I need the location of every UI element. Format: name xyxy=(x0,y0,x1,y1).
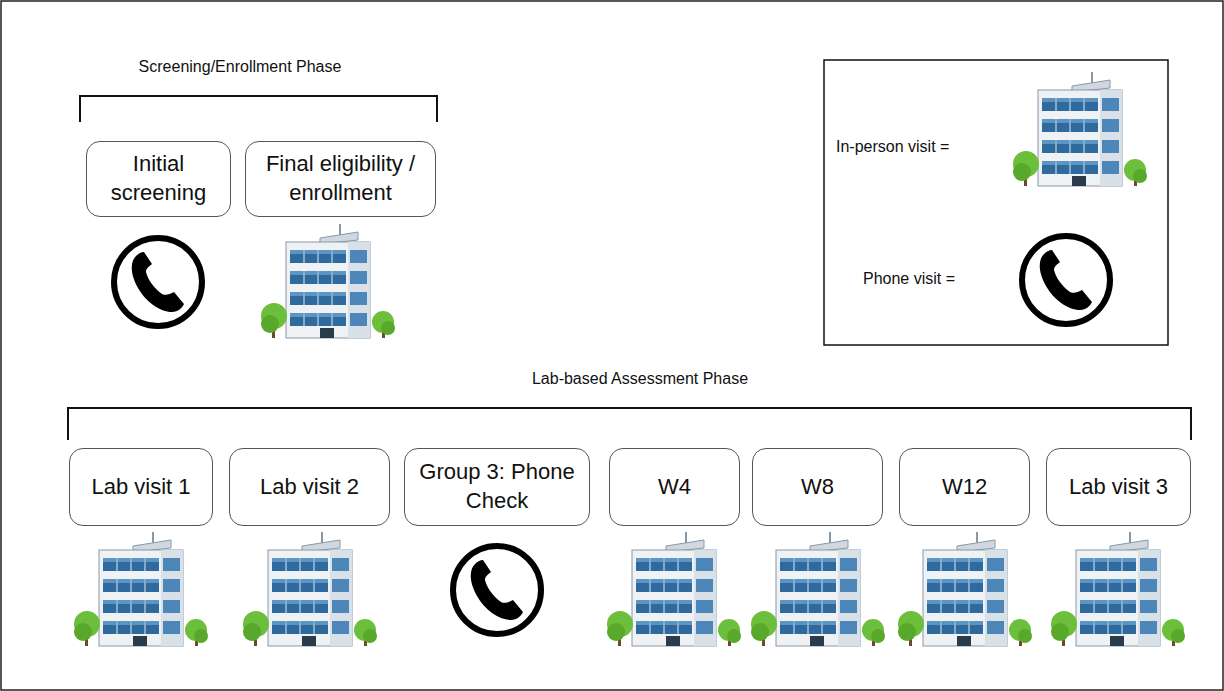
visit-box: Initial screening xyxy=(86,141,231,217)
legend-box xyxy=(824,60,1168,345)
visit-box: W8 xyxy=(752,448,883,526)
visit-label: W4 xyxy=(658,473,691,502)
building-icon xyxy=(898,532,1032,646)
phone-icon xyxy=(453,546,541,634)
visit-label: Lab visit 3 xyxy=(1069,473,1168,502)
visit-label: Lab visit 1 xyxy=(91,473,190,502)
phase-bracket xyxy=(68,408,1191,440)
building-icon xyxy=(751,532,885,646)
visit-box: Final eligibility / enrollment xyxy=(245,141,436,217)
visit-box: W12 xyxy=(899,448,1030,526)
building-icon xyxy=(261,224,395,338)
building-icon xyxy=(243,532,377,646)
building-icon xyxy=(1051,532,1185,646)
visit-label: W8 xyxy=(801,473,834,502)
visit-label: Group 3: Phone Check xyxy=(413,458,581,515)
visit-box: W4 xyxy=(609,448,740,526)
building-icon xyxy=(607,532,741,646)
visit-box: Lab visit 2 xyxy=(229,448,390,526)
visit-label: Initial screening xyxy=(95,150,222,207)
legend-label: Phone visit = xyxy=(863,270,955,288)
visit-label: Final eligibility / enrollment xyxy=(254,150,427,207)
visit-box: Lab visit 3 xyxy=(1046,448,1191,526)
visit-box: Group 3: Phone Check xyxy=(404,448,590,526)
phase-heading: Lab-based Assessment Phase xyxy=(532,370,748,388)
building-icon xyxy=(74,532,208,646)
visit-label: W12 xyxy=(942,473,987,502)
phone-icon xyxy=(1022,236,1110,324)
phase-bracket xyxy=(80,96,437,122)
phase-heading: Screening/Enrollment Phase xyxy=(139,58,342,76)
visit-box: Lab visit 1 xyxy=(69,448,213,526)
phone-icon xyxy=(114,238,202,326)
building-icon xyxy=(1013,72,1147,186)
legend-label: In-person visit = xyxy=(836,138,949,156)
visit-label: Lab visit 2 xyxy=(260,473,359,502)
